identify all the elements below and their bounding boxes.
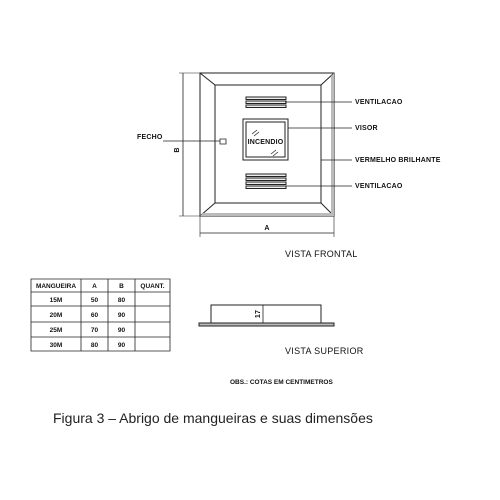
visor-window-inner xyxy=(246,122,285,157)
visor-window xyxy=(243,119,288,160)
table-cell: 60 xyxy=(91,312,99,319)
label-ventilacao-top: VENTILACAO xyxy=(355,99,403,106)
vista-superior-label: VISTA SUPERIOR xyxy=(285,346,364,356)
label-visor: VISOR xyxy=(355,125,378,132)
label-vermelho-brilhante: VERMELHO BRILHANTE xyxy=(355,157,441,164)
table-cell: 90 xyxy=(118,327,126,334)
glass-reflection xyxy=(273,152,278,156)
vista-frontal-label: VISTA FRONTAL xyxy=(285,249,358,259)
glass-reflection xyxy=(271,150,276,154)
table-header-cell: B xyxy=(119,283,124,290)
table-header-cell: MANGUEIRA xyxy=(36,283,76,290)
top-view-door-shadow xyxy=(199,323,334,326)
table-cell: 20M xyxy=(50,312,63,319)
figure-caption: Figura 3 – Abrigo de mangueiras e suas d… xyxy=(53,410,373,426)
glass-reflection xyxy=(252,130,257,134)
top-view xyxy=(199,305,334,326)
dim-b-label: B xyxy=(174,147,181,152)
vent-slot xyxy=(246,182,286,185)
table-cell: 15M xyxy=(50,297,63,304)
table-cell: 90 xyxy=(118,312,126,319)
vent-slot xyxy=(246,178,286,181)
incendio-label: INCENDIO xyxy=(248,139,284,146)
table-cell: 80 xyxy=(91,342,99,349)
table-cell: 30M xyxy=(50,342,63,349)
table-cell: 90 xyxy=(118,342,126,349)
bevel-line xyxy=(321,73,334,85)
top-view-body xyxy=(211,305,321,323)
label-ventilacao-bottom: VENTILACAO xyxy=(355,183,403,190)
obs-note: OBS.: COTAS EM CENTIMETROS xyxy=(230,379,333,386)
table-cell: 80 xyxy=(118,297,126,304)
vent-slot xyxy=(246,97,286,100)
table-text: MANGUEIRA A B QUANT. 15M 50 80 20M 60 90 25M 70 90 30… xyxy=(36,283,165,349)
vent-slot xyxy=(246,186,286,189)
vent-slot xyxy=(246,105,286,108)
latch xyxy=(220,139,226,144)
table-header-cell: A xyxy=(92,283,97,290)
dimensions-table xyxy=(31,279,170,351)
bevel-line xyxy=(200,73,215,85)
table-cell: 50 xyxy=(91,297,99,304)
front-inner-frame xyxy=(215,85,321,203)
table-cell: 70 xyxy=(91,327,99,334)
glass-reflection xyxy=(254,132,259,136)
label-fecho: FECHO xyxy=(137,134,163,141)
table-header-cell: QUANT. xyxy=(140,283,164,290)
vent-slot xyxy=(246,174,286,177)
front-view xyxy=(163,73,352,237)
dim-17-label: 17 xyxy=(255,310,262,318)
table-cell: 25M xyxy=(50,327,63,334)
dim-a-label: A xyxy=(264,225,269,232)
vent-slot xyxy=(246,101,286,104)
